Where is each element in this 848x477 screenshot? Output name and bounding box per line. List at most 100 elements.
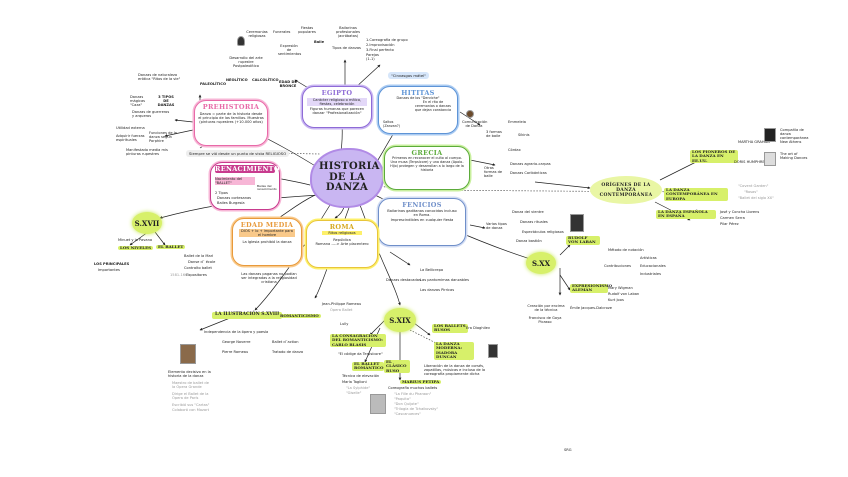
danzas-destacadas-label: Danzas destacadas: [386, 278, 421, 282]
hititas-saltos: Saltos (Zanzan?): [383, 120, 401, 128]
hititas-ritual: En el rito de ceremonias o danzas que de…: [414, 99, 452, 112]
tipos-danzas-egipto: Tipos de danzas: [332, 46, 361, 50]
danzas-magicas-label: Danzas mágicas "Caza": [130, 95, 146, 108]
nacimiento-ballet: Nacimiento del "BALLET": [215, 177, 255, 186]
grecia-node: GRECIA Primeros en reconocer el culto al…: [384, 146, 470, 190]
laban-label: RUDOLF VON LABAN: [566, 235, 600, 245]
minuet-label: Minuet y la Pavana: [118, 238, 153, 242]
bailarinas-label: Bailarinas profesionales (acróbatas): [336, 26, 360, 39]
paganas-label: Las danzas paganas no podían ser integra…: [241, 272, 297, 285]
colabora-label: Colaboró con Mozart: [172, 408, 209, 412]
origenes-title: ORÍGENES DE LA DANZA CONTEMPORÁNEA: [599, 182, 653, 198]
adquirir-label: Adquirir fuerzas espirituales: [116, 134, 145, 143]
noverre-portrait-icon: [180, 344, 196, 364]
renacimiento-title: RENACIMIENTO: [215, 165, 280, 173]
artisticas-label: Artísticas: [640, 256, 657, 260]
formas-baile-label: 3 formas de baile: [486, 130, 502, 139]
covent-label: "Covent Garden": [738, 184, 769, 188]
jooss-label: Kurt Joos: [608, 298, 624, 302]
renacimiento-node: RENACIMIENTO Nacimiento del "BALLET" Bai…: [210, 162, 280, 210]
burguesia-label: Bailes Burgesía: [217, 201, 245, 205]
rosas-label: "Rosas": [744, 190, 758, 194]
wigman-label: Mary Wigman: [608, 286, 633, 290]
neolitico-label: NEOLÍTICO: [226, 78, 248, 82]
graham-portrait-icon: [764, 128, 776, 142]
expositores-label: Expositores: [186, 273, 207, 277]
niveles-label: LOS NIVELES: [118, 245, 154, 251]
tres-tipos-label: 3 TIPOS DE DANZAS: [157, 95, 175, 108]
ceremonias-label: Ceremonias religiosas: [246, 30, 268, 39]
egipto-node: EGIPTO Carácter religioso o mítico, fies…: [302, 86, 372, 128]
siglo-terpsicore-label: "El códige da Terpsícore": [338, 352, 383, 356]
noverre-label: George Noverre: [222, 340, 251, 344]
edad-media-subtitle: DIOS + lo + importante para el hombre: [239, 229, 295, 238]
siempre-label: Siempre se vió desde un punto de vista R…: [186, 150, 290, 157]
fille-label: "La Fille du Pharaon": [394, 392, 432, 396]
dirige-label: Dirige el Ballet de la Ópera de París: [172, 392, 209, 401]
vientre-label: Danza del vientre: [512, 210, 544, 214]
prehistoria-description: Danza = parte de la historia desde el pr…: [198, 112, 264, 125]
bellicrepa-label: La Bellicrepa: [420, 268, 444, 272]
espanola-label: LA DANZA ESPAÑOLA EN ESPAÑA: [656, 209, 716, 219]
bastion-label: Danza bastión: [516, 239, 542, 243]
romana-label: Romana ----> Arte placentero: [315, 242, 369, 247]
bailes-renacimiento: Bailes del renacimiento: [257, 184, 277, 192]
contemporanea-europa-label: LA DANZA CONTEMPORÁNEA EN EUROPA: [664, 187, 728, 202]
egipto-figuras: Figuras humanas que parecen danzar "Prof…: [309, 107, 365, 116]
taglioni-label: María Taglioni: [342, 380, 367, 384]
rameau-label: Pierre Rameau: [222, 350, 249, 354]
escribio-label: Escribió sus "Cartas": [172, 403, 210, 407]
renacimiento-tipos: 2 Tipos: [215, 191, 228, 195]
fenicios-imprescindibles: Imprescindibles en cualquier fiesta: [390, 218, 454, 223]
opera-ballet-label: Ópera Ballet: [330, 308, 353, 312]
pantomimas-label: Las pantomimas danzables: [420, 278, 470, 282]
petipa-portrait-icon: [370, 394, 386, 414]
maestro-label: Maestro de ballet de la Ópera Grande: [172, 381, 209, 390]
roma-title: ROMA: [329, 223, 355, 231]
expresion-label: Expresión de sentimientos: [278, 44, 302, 57]
compania-label: Compañía de danza contemporánea: [780, 128, 809, 141]
egipto-subtitle: Carácter religioso o mítico, fiestas, ce…: [307, 98, 367, 107]
center-node: HISTORIA DE LA DANZA: [312, 150, 382, 206]
anos-label: 1581-1661: [170, 273, 190, 277]
prehistoria-title: PREHISTORIA: [202, 103, 260, 111]
elemento-label: Elemento decisivo en la historia de la d…: [168, 370, 211, 379]
jose-label: José y Concha Llorens: [720, 210, 760, 214]
goya-label: Francisco de Goya Picasso: [528, 316, 562, 325]
metodo-label: Método de notación: [608, 248, 644, 252]
contralto-label: Contralto ballet: [184, 266, 212, 270]
lully-label: Lully: [340, 322, 349, 326]
petipa-label: MARIUS PETIPA: [400, 379, 442, 385]
hititas-node: HITITAS Danzas de los "Derviche" En el r…: [378, 86, 458, 134]
importantes-label: Importantes: [98, 268, 120, 272]
tratado-label: Tratado de danza: [272, 350, 304, 354]
egipto-title: EGIPTO: [321, 89, 353, 97]
pioneros-label: LOS PIONEROS DE LA DANZA EN EE.UU.: [690, 149, 738, 164]
diaghilev-label: Era Diaghilev: [466, 326, 490, 330]
danse-label: Danse d´ école: [188, 260, 216, 264]
romanticismo-label: ROMANTICISMO: [278, 313, 321, 319]
republica-label: República: [333, 238, 351, 243]
comunicacion-label: Comunicación de Danza: [462, 120, 488, 129]
paleolitico-label: PALEOLÍTICO: [200, 82, 226, 86]
iglesia-label: La Iglesia prohibió la danza: [242, 240, 292, 245]
pirricas-label: Las danzas Pirricas: [420, 288, 455, 292]
xix-node: S.XIX: [384, 308, 416, 332]
quijote-label: "Don Quijote": [394, 402, 419, 406]
grecia-desc: Primeros en reconocer el culto al cuerpo…: [390, 156, 464, 172]
xvii-title: S.XVII: [134, 218, 160, 228]
sylphide-label: "La Sylphide": [346, 386, 371, 390]
utilidad-label: Utilidad externa: [116, 126, 145, 130]
origenes-node: ORÍGENES DE LA DANZA CONTEMPORÁNEA: [590, 176, 662, 204]
funciones-label: Funciones de la danza según Porphire: [149, 131, 177, 144]
ballet-romantico-label: EL BALLET ROMÁNTICO: [352, 361, 384, 371]
industriales-label: Industriales: [640, 272, 661, 276]
independencia-label: Independencia de la ópera y poesía: [204, 330, 269, 334]
humphrey-portrait-icon: [764, 152, 776, 166]
dalcroze-label: Émile Jacques-Dalcroze: [570, 306, 612, 310]
contribuciones-label: Contribuciones: [604, 264, 631, 268]
calcolitico-label: CALCOLÍTICO: [252, 78, 279, 82]
rituales-label: Danzas rituales: [520, 220, 548, 224]
edad-bronce-label: EDAD DE BRONCE: [279, 80, 297, 89]
pilar-label: Pilar Pérez: [720, 222, 739, 226]
